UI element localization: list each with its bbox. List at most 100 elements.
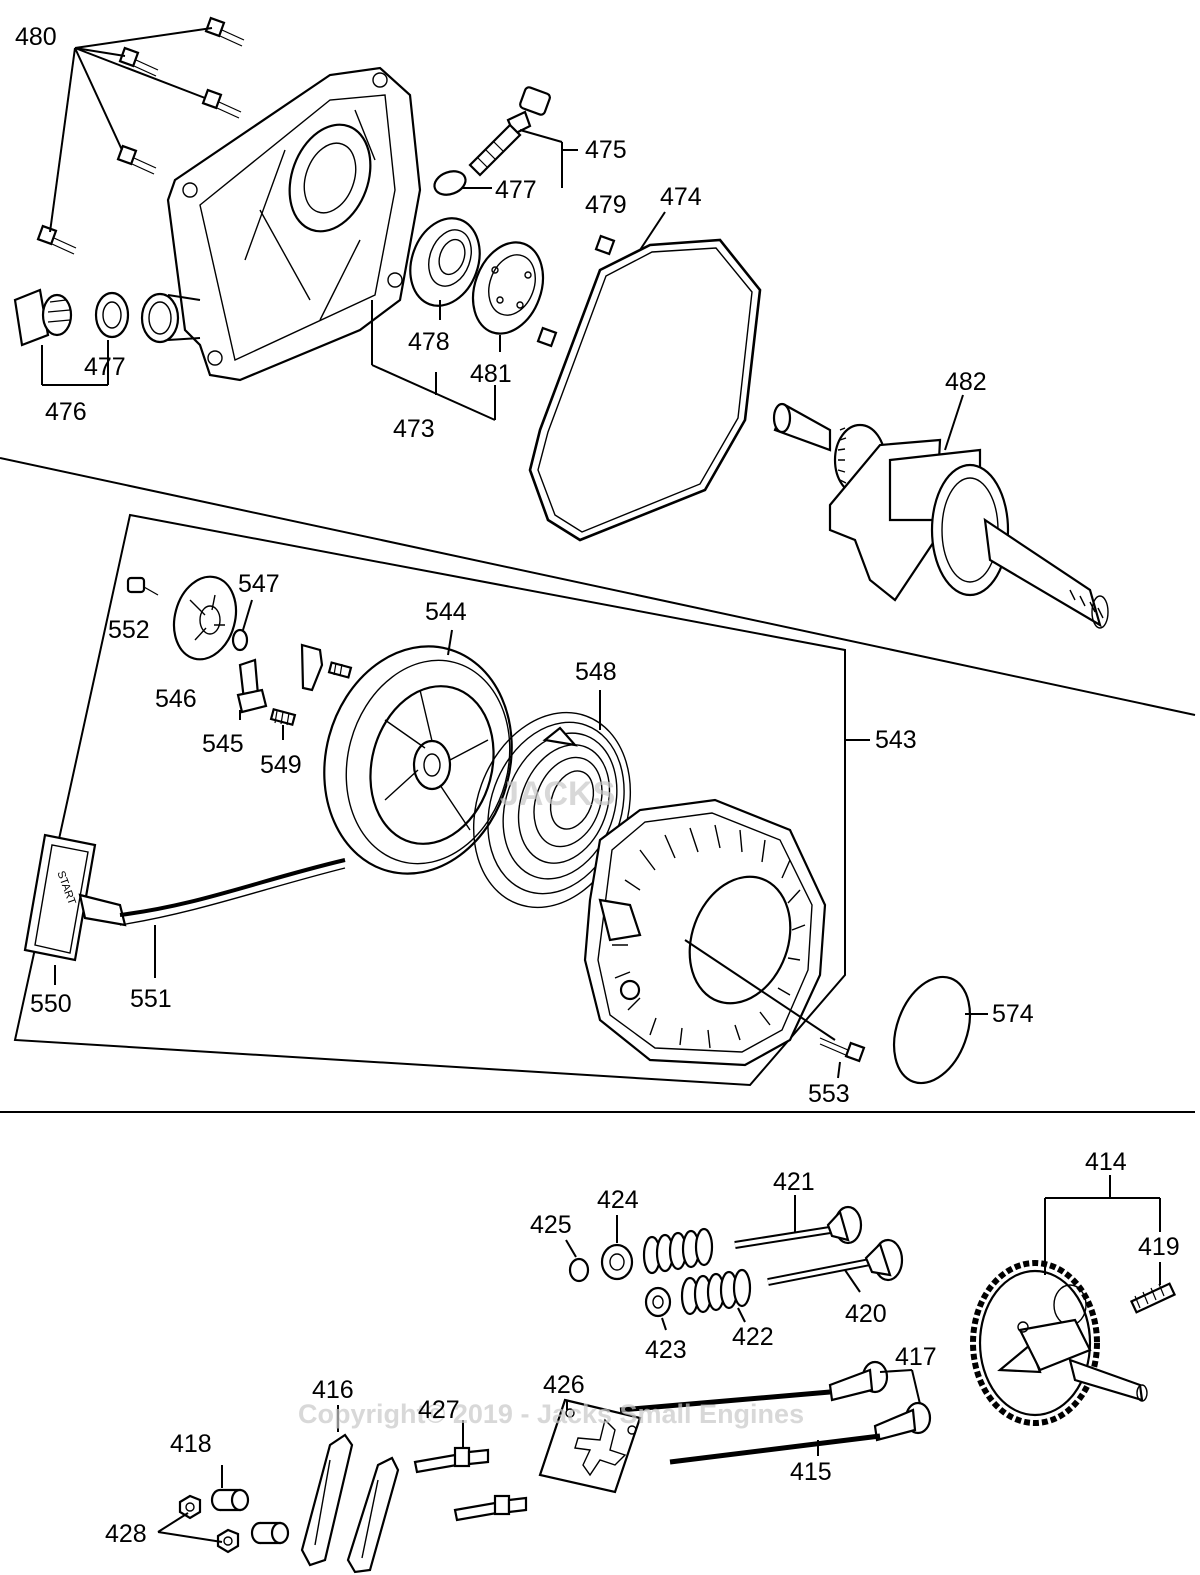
leader-547 <box>242 599 253 631</box>
bolt-480-e <box>36 224 77 255</box>
valve-421 <box>734 1205 863 1249</box>
label-427: 427 <box>418 1396 460 1424</box>
label-474: 474 <box>660 183 702 211</box>
label-551: 551 <box>130 985 172 1013</box>
leader-475 <box>519 129 578 188</box>
label-420: 420 <box>845 1300 887 1328</box>
valve-spring-422 <box>680 1268 752 1316</box>
stud-427-a <box>413 1446 490 1474</box>
rocker-arm-416-b <box>346 1456 400 1574</box>
label-416: 416 <box>312 1376 354 1404</box>
o-ring-477-bottom <box>94 291 130 339</box>
gasket-474-inner <box>537 247 753 533</box>
label-475: 475 <box>585 136 627 164</box>
spring-419 <box>1129 1282 1177 1314</box>
leader-544 <box>447 629 453 656</box>
leader-553 <box>837 1061 841 1079</box>
nut-428-b <box>216 1528 240 1554</box>
label-428: 428 <box>105 1520 147 1548</box>
label-418: 418 <box>170 1430 212 1458</box>
label-547: 547 <box>238 570 280 598</box>
pivot-418-b <box>250 1521 290 1545</box>
valve-cap-425 <box>568 1257 590 1283</box>
valve-420 <box>767 1238 904 1286</box>
dowel-pin-479b <box>536 326 558 348</box>
label-477-top: 477 <box>495 176 537 204</box>
starter-case <box>583 798 827 1067</box>
label-414: 414 <box>1085 1148 1127 1176</box>
rocker-arm-416-a <box>300 1433 354 1567</box>
label-423: 423 <box>645 1336 687 1364</box>
ratchet-guide-546 <box>172 575 238 661</box>
label-417: 417 <box>895 1343 937 1371</box>
screw-552 <box>126 576 159 596</box>
label-421: 421 <box>773 1168 815 1196</box>
starter-rope-551-edge <box>119 867 346 926</box>
dowel-pin-479 <box>594 234 616 256</box>
label-544: 544 <box>425 598 467 626</box>
label-553: 553 <box>808 1080 850 1108</box>
label-552: 552 <box>108 616 150 644</box>
ratchet-545b <box>300 643 353 692</box>
clip-547 <box>231 628 249 652</box>
bearing-481 <box>471 241 545 335</box>
leader-414 <box>1044 1175 1161 1275</box>
jacks-logo: JACKS <box>500 775 615 813</box>
seal-ring-574 <box>893 975 971 1085</box>
pushrod-415-a <box>619 1389 831 1413</box>
bolt-480-a <box>204 16 245 47</box>
bolt-553 <box>819 1037 866 1063</box>
leader-482 <box>944 394 964 451</box>
retainer-423 <box>644 1286 672 1318</box>
leader-480 <box>49 27 213 233</box>
valve-spring-upper <box>642 1227 714 1275</box>
label-549: 549 <box>260 751 302 779</box>
ratchet-545 <box>236 658 268 714</box>
label-480: 480 <box>15 23 57 51</box>
label-424: 424 <box>597 1186 639 1214</box>
leader-474 <box>639 211 666 251</box>
starter-pulley-544 <box>323 645 513 875</box>
o-ring-477-top <box>433 170 467 196</box>
label-550: 550 <box>30 990 72 1018</box>
bolt-480-d <box>116 144 157 175</box>
label-425: 425 <box>530 1211 572 1239</box>
pivot-418-a <box>210 1488 250 1512</box>
label-426: 426 <box>543 1371 585 1399</box>
crankshaft-482 <box>772 402 1109 629</box>
oil-fill-fitting <box>140 292 201 344</box>
stud-427-b <box>453 1494 528 1522</box>
leader-473 <box>371 300 496 421</box>
label-548: 548 <box>575 658 617 686</box>
guide-plate-426 <box>538 1398 642 1494</box>
label-543: 543 <box>875 726 917 754</box>
leader-423 <box>661 1317 667 1331</box>
bolt-480-c <box>201 88 242 119</box>
label-482: 482 <box>945 368 987 396</box>
label-473: 473 <box>393 415 435 443</box>
tappet-417-a <box>828 1360 889 1402</box>
label-546: 546 <box>155 685 197 713</box>
label-476: 476 <box>45 398 87 426</box>
pushrod-415-b <box>669 1433 881 1465</box>
leader-428 <box>157 1512 223 1543</box>
label-479: 479 <box>585 191 627 219</box>
starter-rope-551 <box>119 858 346 917</box>
label-419: 419 <box>1138 1233 1180 1261</box>
label-545: 545 <box>202 730 244 758</box>
label-422: 422 <box>732 1323 774 1351</box>
leader-553-axis <box>684 939 836 1041</box>
spring-549 <box>269 707 297 727</box>
label-481: 481 <box>470 360 512 388</box>
leader-422 <box>737 1307 746 1323</box>
gasket-474 <box>528 238 762 542</box>
nut-428-a <box>178 1494 202 1520</box>
starter-handle-550: START <box>23 833 127 962</box>
oil-dipstick <box>468 86 551 177</box>
retainer-424 <box>600 1243 634 1281</box>
label-477-bottom: 477 <box>84 353 126 381</box>
tappet-417-b <box>873 1401 932 1442</box>
bearing-478 <box>409 217 481 307</box>
